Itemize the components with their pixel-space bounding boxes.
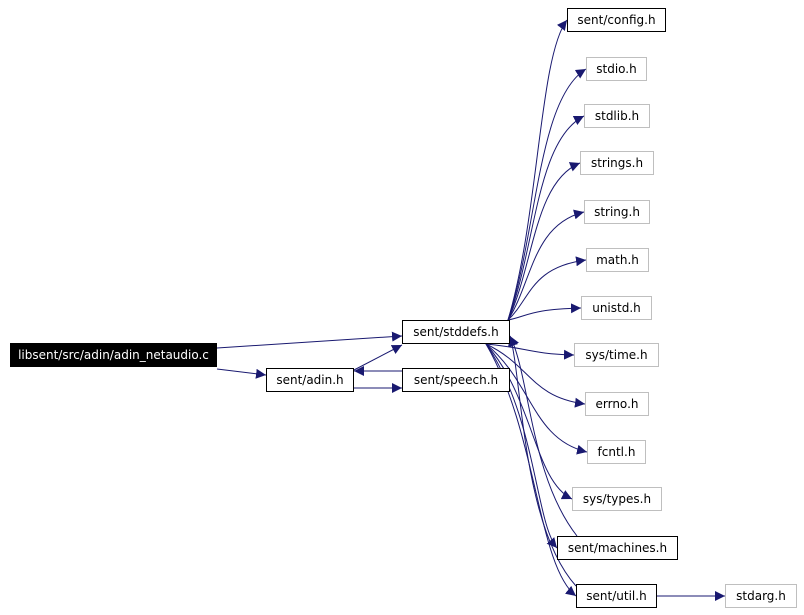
node-label: stdarg.h [736,589,786,603]
node-strings-h: strings.h [580,151,654,175]
node-label: math.h [596,253,639,267]
node-label: sent/stddefs.h [413,325,499,339]
node-label: sent/util.h [586,589,647,603]
node-label: fcntl.h [597,445,636,459]
node-label: errno.h [595,397,639,411]
node-label: sys/time.h [585,348,648,362]
edge-stddefs-to-errno [485,343,586,408]
node-label: sent/config.h [577,13,656,27]
edge-stddefs-to-strings [507,162,581,321]
edge-stddefs-to-systypes [485,343,573,500]
node-label: stdio.h [596,62,637,76]
edge-stddefs-to-fcntl [485,343,588,455]
node-label: libsent/src/adin/adin_netaudio.c [18,348,209,362]
edge-stddefs-to-stdlib [507,115,585,321]
edge-stddefs-to-unistd [507,303,582,321]
edge-stddefs-to-systime [485,343,575,360]
node-sent-speech-h[interactable]: sent/speech.h [402,368,510,392]
node-stdarg-h: stdarg.h [725,584,797,608]
node-label: stdlib.h [594,109,640,123]
node-math-h: math.h [586,248,649,272]
node-root-source-file[interactable]: libsent/src/adin/adin_netaudio.c [10,343,217,367]
edge-adin-to-stddefs [353,344,403,371]
node-sys-time-h: sys/time.h [574,343,659,367]
node-stdio-h: stdio.h [586,57,647,81]
node-sent-adin-h[interactable]: sent/adin.h [266,368,354,392]
node-fcntl-h: fcntl.h [587,440,646,464]
node-label: unistd.h [592,301,641,315]
node-label: sent/adin.h [276,373,344,387]
node-sys-types-h: sys/types.h [572,487,662,511]
edge-stddefs-to-stdio [507,68,587,321]
node-sent-util-h[interactable]: sent/util.h [576,584,657,608]
node-label: strings.h [590,156,644,170]
node-string-h: string.h [584,200,650,224]
edge-stddefs-to-string [507,209,585,321]
edge-root-to-adin [216,368,267,379]
node-sent-machines-h[interactable]: sent/machines.h [557,536,678,560]
edge-machines-to-stddefs [509,335,578,537]
node-label: string.h [594,205,640,219]
node-errno-h: errno.h [585,392,649,416]
node-stdlib-h: stdlib.h [584,104,650,128]
node-sent-stddefs-h[interactable]: sent/stddefs.h [402,320,510,344]
node-sent-config-h[interactable]: sent/config.h [567,8,666,32]
edge-stddefs-to-math [507,256,587,321]
node-label: sys/types.h [582,492,652,506]
node-label: sent/machines.h [567,541,668,555]
edge-root-to-stddefs [216,331,403,349]
node-unistd-h: unistd.h [581,296,652,320]
node-label: sent/speech.h [413,373,499,387]
edge-stddefs-to-config [507,19,568,321]
